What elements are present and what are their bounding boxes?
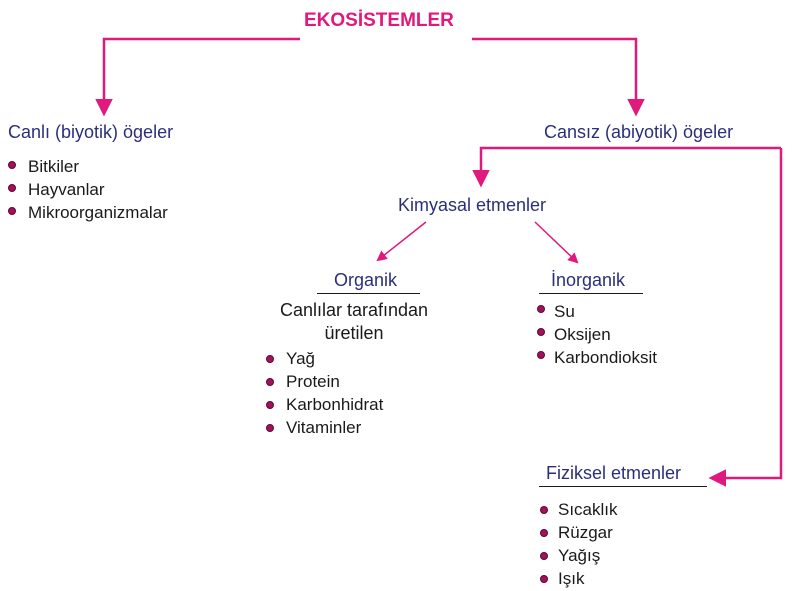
physical-underline: [539, 486, 707, 487]
connector-title-to-living: [95, 37, 300, 117]
physical-heading: Fiziksel etmenler: [546, 463, 682, 483]
bullet: [537, 328, 545, 336]
organic-item: Protein: [286, 372, 340, 391]
bullet: [537, 305, 545, 313]
physical-item: Sıcaklık: [558, 500, 618, 519]
bullet: [540, 575, 548, 583]
connector-chemical-to-organic: [376, 221, 427, 262]
inorganic-underline: [539, 293, 643, 294]
bullet: [8, 207, 16, 215]
living-heading: Canlı (biyotik) ögeler: [8, 122, 174, 142]
connector-chemical-to-inorganic: [534, 221, 579, 264]
bullet: [8, 184, 16, 192]
physical-item: Işık: [558, 569, 585, 588]
connector-title-to-nonliving: [472, 37, 645, 117]
connector-nonliving-to-physical: [708, 148, 783, 487]
physical-item: Rüzgar: [558, 523, 613, 542]
bullet: [537, 351, 545, 359]
bullet: [540, 552, 548, 560]
inorganic-item: Su: [554, 302, 575, 321]
inorganic-item: Oksijen: [554, 325, 611, 344]
bullet: [540, 506, 548, 514]
organic-underline: [317, 293, 420, 294]
chemical-heading: Kimyasal etmenler: [398, 195, 547, 215]
bullet: [266, 355, 274, 363]
organic-item: Yağ: [286, 349, 315, 368]
bullet: [266, 424, 274, 432]
living-item: Bitkiler: [28, 157, 80, 176]
organic-item: Karbonhidrat: [286, 395, 384, 414]
living-item: Hayvanlar: [28, 180, 105, 199]
physical-item: Yağış: [558, 546, 601, 565]
inorganic-heading: İnorganik: [551, 270, 626, 290]
nonliving-heading: Cansız (abiyotik) ögeler: [544, 122, 734, 142]
organic-heading: Organik: [334, 270, 398, 290]
connector-nonliving-to-chemical: [472, 146, 781, 188]
bullet: [266, 378, 274, 386]
living-item: Mikroorganizmalar: [28, 203, 168, 222]
organic-description-line2: üretilen: [324, 322, 384, 343]
inorganic-item: Karbondioksit: [554, 348, 658, 367]
bullet: [8, 161, 16, 169]
diagram-title: EKOSİSTEMLER: [304, 10, 454, 31]
bullet: [266, 401, 274, 409]
organic-item: Vitaminler: [286, 418, 362, 437]
bullet: [540, 529, 548, 537]
organic-description: Canlılar tarafından üretilen: [262, 299, 446, 344]
organic-description-line1: Canlılar tarafından: [279, 300, 429, 320]
